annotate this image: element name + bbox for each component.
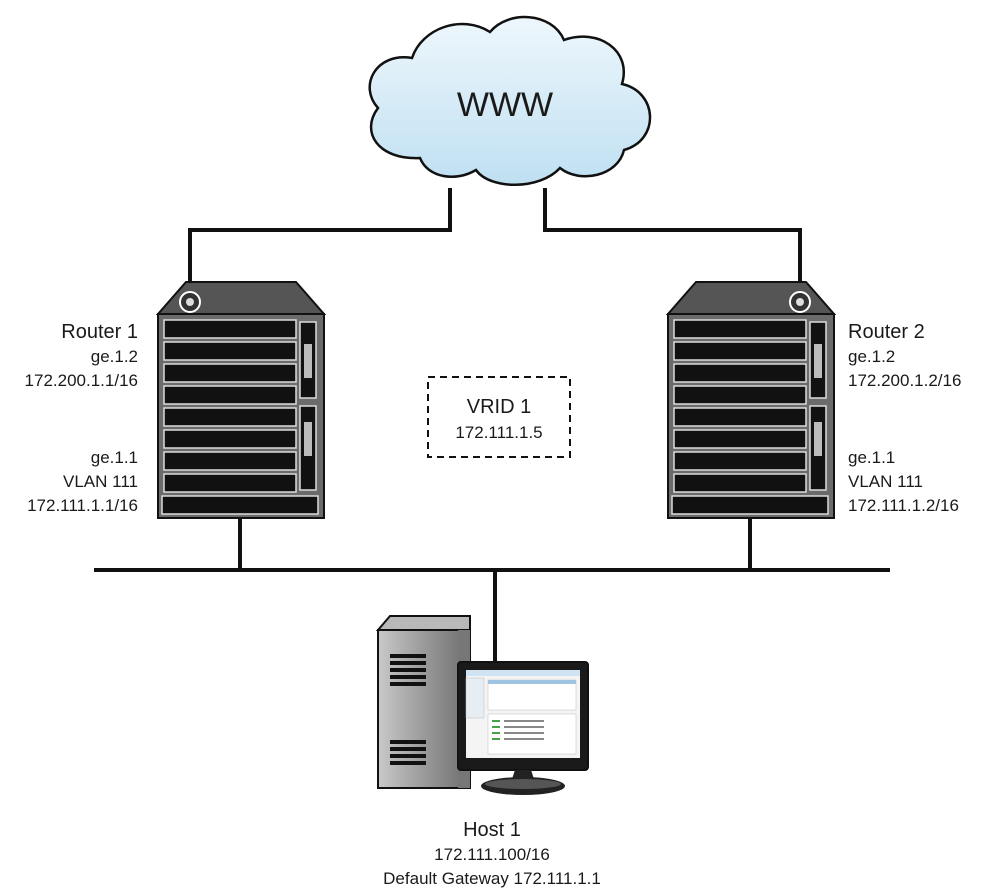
router1-wan-ip: 172.200.1.1/16	[25, 371, 138, 390]
router2-lan-vlan: VLAN 111	[848, 472, 923, 491]
vrid-box	[427, 376, 571, 458]
vrid-ip: 172.111.1.5	[455, 423, 542, 442]
router1-lan-port: ge.1.1	[91, 448, 138, 467]
host-monitor-icon	[457, 661, 589, 795]
host-name: Host 1	[463, 819, 521, 841]
wan-link-router2	[543, 188, 802, 300]
router1-device-icon	[155, 281, 327, 519]
router1-lan-vlan: VLAN 111	[63, 472, 138, 491]
router1-name: Router 1	[61, 321, 138, 343]
router1-wan-port: ge.1.2	[91, 347, 138, 366]
lan-bus	[94, 518, 890, 662]
router2-lan-ip: 172.111.1.2/16	[848, 496, 959, 515]
vrid-title: VRID 1	[467, 396, 531, 418]
internet-cloud-icon	[368, 15, 652, 186]
host-ip: 172.111.100/16	[434, 845, 550, 864]
wan-link-router1	[188, 188, 452, 300]
router2-wan-port: ge.1.2	[848, 347, 895, 366]
router1-lan-ip: 172.111.1.1/16	[27, 496, 138, 515]
router2-lan-port: ge.1.1	[848, 448, 895, 467]
router2-device-icon	[665, 281, 837, 519]
cloud-label: WWW	[457, 86, 553, 124]
host-tower-icon	[375, 615, 471, 789]
host-gateway: Default Gateway 172.111.1.1	[383, 869, 601, 888]
router2-name: Router 2	[848, 321, 925, 343]
router2-wan-ip: 172.200.1.2/16	[848, 371, 961, 390]
